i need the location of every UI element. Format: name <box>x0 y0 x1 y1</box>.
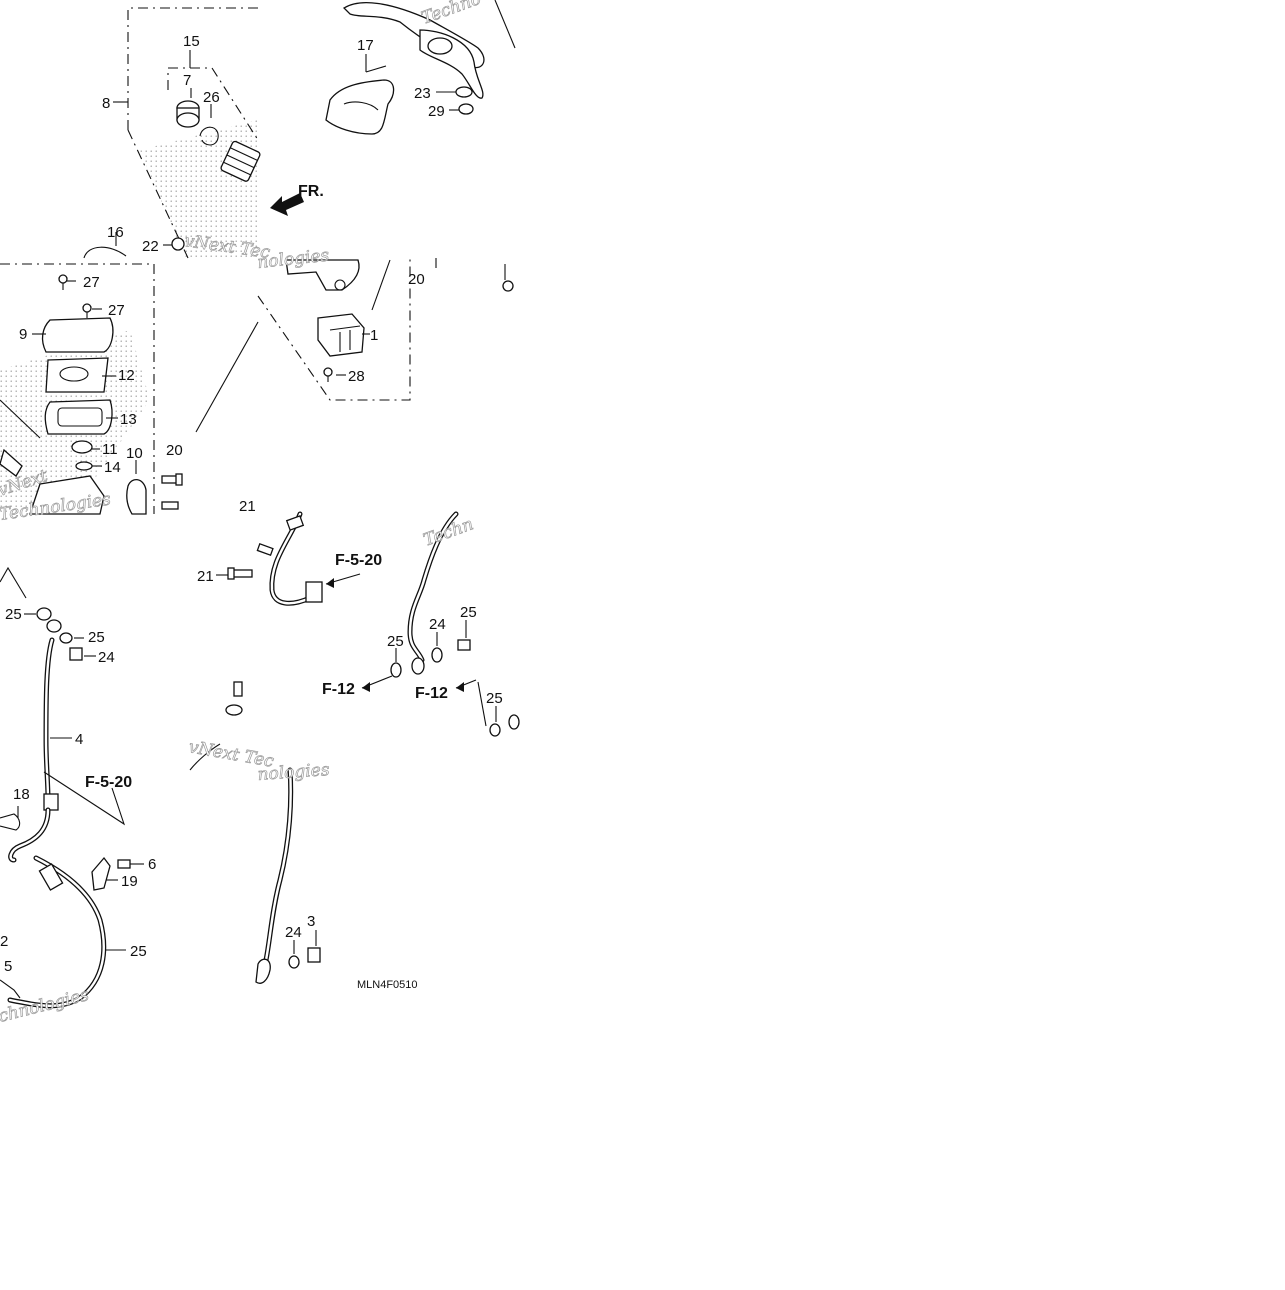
callout-20: 20 <box>166 442 183 459</box>
callout-18: 18 <box>13 786 30 803</box>
callout-11: 11 <box>102 441 118 458</box>
brake-switch <box>317 313 365 357</box>
callout-4: 4 <box>75 731 83 748</box>
svg-text:chnologies: chnologies <box>0 985 91 1027</box>
svg-text:Techno: Techno <box>419 0 484 29</box>
reference-f-5-20-lower: F-5-20 <box>85 774 132 791</box>
callout-25: 25 <box>387 633 404 650</box>
front-label: FR. <box>298 183 324 200</box>
callout-26: 26 <box>203 89 220 106</box>
callout-29: 29 <box>428 103 445 120</box>
callout-15: 15 <box>183 33 200 50</box>
reference-f-5-20-upper: F-5-20 <box>335 552 382 569</box>
callout-27: 27 <box>108 302 125 319</box>
callout-25: 25 <box>5 606 22 623</box>
drawing-code: MLN4F0510 <box>357 979 418 991</box>
callout-2: 2 <box>0 933 8 950</box>
callout-14: 14 <box>104 459 121 476</box>
callout-21: 21 <box>197 568 214 585</box>
callout-28: 28 <box>348 368 365 385</box>
callout-25: 25 <box>460 604 477 621</box>
callout-27: 27 <box>83 274 100 291</box>
callout-16: 16 <box>107 224 124 241</box>
callout-17: 17 <box>357 37 374 54</box>
callout-21: 21 <box>239 498 256 515</box>
callout-9: 9 <box>19 326 27 343</box>
callout-3: 3 <box>307 913 315 930</box>
front-direction-arrow: FR. <box>270 183 324 216</box>
callout-7: 7 <box>183 72 191 89</box>
callout-20: 20 <box>408 271 425 288</box>
tile-lower-hose: F-5-20 <box>0 566 144 1009</box>
callout-8: 8 <box>102 95 110 112</box>
reference-f-12-right: F-12 <box>415 685 448 702</box>
callout-22: 22 <box>142 238 159 255</box>
callout-10: 10 <box>126 445 143 462</box>
callout-5: 5 <box>4 958 12 975</box>
svg-text:nologies: nologies <box>257 760 330 785</box>
callout-25: 25 <box>88 629 105 646</box>
callout-6: 6 <box>148 856 156 873</box>
callout-19: 19 <box>121 873 138 890</box>
tile-master-cylinder-kit <box>83 7 261 259</box>
callout-25: 25 <box>130 943 147 960</box>
piston <box>220 140 261 182</box>
callout-13: 13 <box>120 411 137 428</box>
tile-upper-hose: F-5-20 F-12 F-12 <box>216 511 520 737</box>
callout-24: 24 <box>285 924 302 941</box>
tile-brake-lever: FR. <box>270 0 516 216</box>
piston-cup <box>176 100 200 128</box>
tile-reservoir <box>0 263 259 515</box>
callout-23: 23 <box>414 85 431 102</box>
callout-24: 24 <box>429 616 446 633</box>
bolt-20 <box>161 473 183 510</box>
callout-1: 1 <box>370 327 378 344</box>
reference-f-12-left: F-12 <box>322 681 355 698</box>
callout-24: 24 <box>98 649 115 666</box>
callout-12: 12 <box>118 367 135 384</box>
tile-rear-hose <box>189 681 321 984</box>
callout-25: 25 <box>486 690 503 707</box>
tile-switch <box>257 258 514 401</box>
